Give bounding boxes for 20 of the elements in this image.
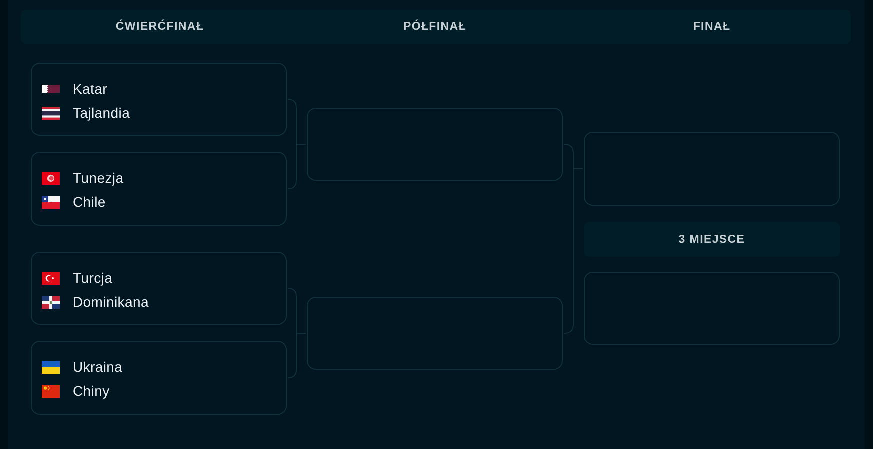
match-card — [31, 252, 287, 325]
team-name: Tunezja — [73, 169, 124, 187]
match-card — [584, 132, 840, 206]
match-card — [307, 108, 563, 181]
team-name: Chiny — [73, 382, 110, 400]
match-card — [307, 297, 563, 370]
match-card — [31, 341, 287, 415]
team-name: Dominikana — [73, 293, 149, 311]
team-name: Tajlandia — [73, 104, 130, 122]
match-card — [31, 63, 287, 136]
team-name: Turcja — [73, 269, 113, 287]
team-name: Ukraina — [73, 358, 123, 376]
round-title: FINAŁ — [693, 20, 731, 35]
match-card — [584, 272, 840, 345]
team-name: Chile — [73, 193, 106, 211]
team-name: Katar — [73, 80, 108, 98]
round-title: ĆWIERĆFINAŁ — [116, 18, 204, 35]
section-title: 3 MIEJSCE — [678, 232, 746, 248]
round-title: PÓŁFINAŁ — [403, 18, 467, 35]
match-card — [31, 152, 287, 226]
